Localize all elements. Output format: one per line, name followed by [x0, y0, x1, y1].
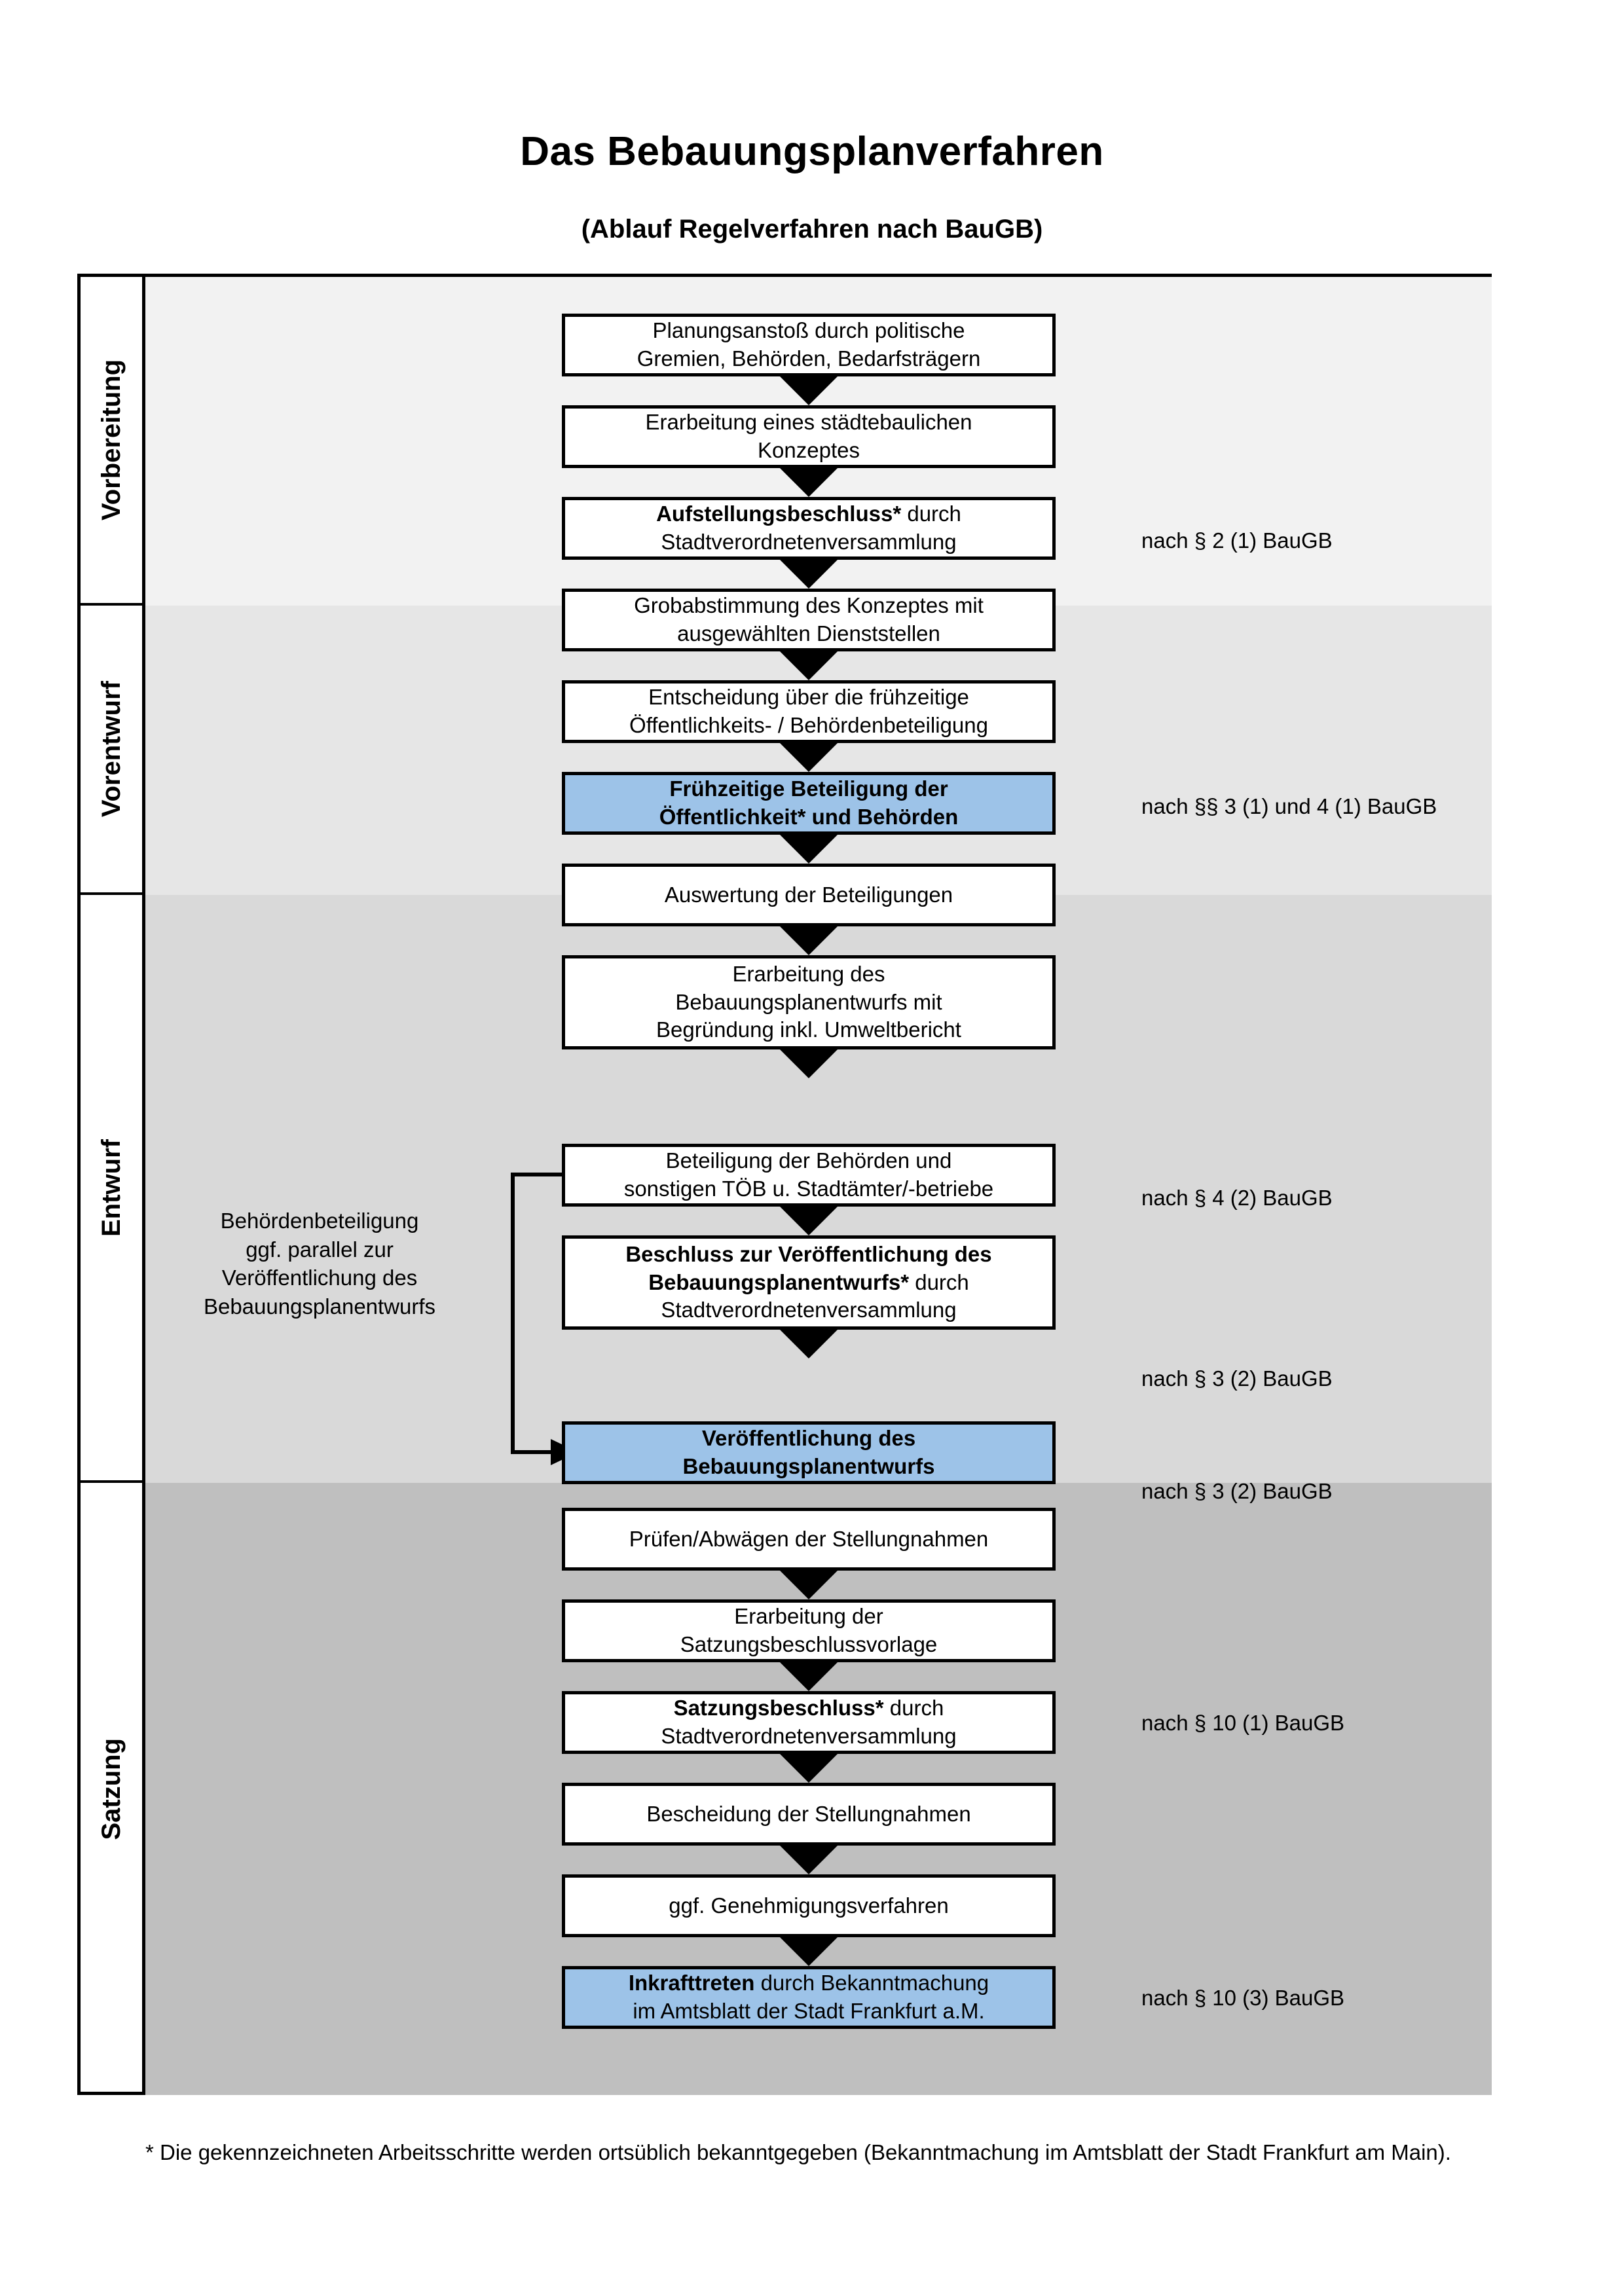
- node-rest-1: durch: [901, 501, 961, 526]
- legal-ref-1: nach § 2 (1) BauGB: [1141, 528, 1333, 553]
- node-line-1: Grobabstimmung des Konzeptes mit: [634, 593, 984, 618]
- node-bold-2: Bebauungsplanentwurfs*: [648, 1269, 910, 1294]
- flow-node-beschluss-veroeffentlichung[interactable]: Beschluss zur Veröffentlichung des Bebau…: [562, 1235, 1056, 1330]
- node-rest-1: durch Bekanntmachung: [754, 1971, 989, 1995]
- flow-arrow-3: [780, 560, 838, 589]
- node-line-2: Gremien, Behörden, Bedarfsträgern: [637, 346, 981, 371]
- node-line-1: Prüfen/Abwägen der Stellungnahmen: [629, 1526, 989, 1551]
- flow-node-erarbeitung-konzept[interactable]: Erarbeitung eines städtebaulichen Konzep…: [562, 405, 1056, 468]
- flow-node-beteiligung-behoerden[interactable]: Beteiligung der Behörden und sonstigen T…: [562, 1144, 1056, 1207]
- node-bold-1: Satzungsbeschluss*: [673, 1696, 884, 1721]
- flow-node-veroeffentlichung-entwurf[interactable]: Veröffentlichung des Bebauungsplanentwur…: [562, 1421, 1056, 1484]
- node-line-1: Erarbeitung des: [732, 961, 885, 986]
- flow-node-bescheidung[interactable]: Bescheidung der Stellungnahmen: [562, 1783, 1056, 1846]
- flow-arrow-12: [780, 1571, 838, 1599]
- phase-label-text: Entwurf: [96, 1139, 126, 1237]
- node-line-2: Bebauungsplanentwurfs mit: [675, 989, 942, 1014]
- node-line-1: Planungsanstoß durch politische: [652, 318, 965, 343]
- legal-ref-7: nach § 10 (3) BauGB: [1141, 1986, 1345, 2010]
- flow-node-aufstellungsbeschluss[interactable]: Aufstellungsbeschluss* durch Stadtverord…: [562, 497, 1056, 560]
- flow-arrow-1: [780, 376, 838, 405]
- flow-node-inkrafttreten[interactable]: Inkrafttreten durch Bekanntmachung im Am…: [562, 1966, 1056, 2029]
- flow-arrow-13: [780, 1662, 838, 1691]
- node-bold-1: Aufstellungsbeschluss*: [656, 501, 902, 526]
- node-line-3: Begründung inkl. Umweltbericht: [656, 1017, 961, 1042]
- flow-arrow-5: [780, 743, 838, 772]
- legal-ref-6: nach § 10 (1) BauGB: [1141, 1711, 1345, 1735]
- node-line-2: Öffentlichkeits- / Behördenbeteiligung: [629, 713, 988, 737]
- footnote-text: * Die gekennzeichneten Arbeitsschritte w…: [145, 2140, 1451, 2164]
- node-line-1: Entscheidung über die frühzeitige: [648, 685, 969, 710]
- flow-node-erarbeitung-entwurf[interactable]: Erarbeitung des Bebauungsplanentwurfs mi…: [562, 955, 1056, 1049]
- node-line-1: Beteiligung der Behörden und: [665, 1148, 952, 1173]
- phase-label-vorentwurf: Vorentwurf: [81, 606, 142, 895]
- flow-arrow-2: [780, 468, 838, 497]
- node-line-2: im Amtsblatt der Stadt Frankfurt a.M.: [633, 1999, 985, 2023]
- node-line-1: Erarbeitung der: [734, 1604, 883, 1629]
- flow-node-pruefen-abwaegen[interactable]: Prüfen/Abwägen der Stellungnahmen: [562, 1508, 1056, 1571]
- node-line-2: Konzeptes: [758, 438, 860, 462]
- node-line-1: Beschluss zur Veröffentlichung des: [625, 1241, 992, 1266]
- phase-label-column: Vorbereitung Vorentwurf Entwurf Satzung: [81, 277, 145, 2092]
- flow-arrow-8: [780, 1049, 838, 1078]
- flow-node-satzungsbeschluss[interactable]: Satzungsbeschluss* durch Stadtverordnete…: [562, 1691, 1056, 1754]
- flow-arrow-10: [780, 1330, 838, 1358]
- legal-ref-5: nach § 3 (2) BauGB: [1141, 1479, 1333, 1503]
- phase-label-entwurf: Entwurf: [81, 895, 142, 1483]
- side-note-line-3: Veröffentlichung des: [221, 1266, 418, 1290]
- page-title: Das Bebauungsplanverfahren: [520, 129, 1104, 174]
- node-line-1: ggf. Genehmigungsverfahren: [669, 1893, 949, 1918]
- side-note-line-2: ggf. parallel zur: [246, 1237, 394, 1262]
- node-bold-1: Inkrafttreten: [628, 1971, 755, 1995]
- flow-arrow-15: [780, 1846, 838, 1874]
- legal-ref-4: nach § 3 (2) BauGB: [1141, 1366, 1333, 1391]
- node-line-2: Stadtverordnetenversammlung: [661, 530, 957, 554]
- node-line-1: Erarbeitung eines städtebaulichen: [645, 410, 972, 435]
- flow-node-entscheidung-fruehzeitig[interactable]: Entscheidung über die frühzeitige Öffent…: [562, 680, 1056, 743]
- legal-ref-3: nach § 4 (2) BauGB: [1141, 1186, 1333, 1210]
- flow-arrow-6: [780, 835, 838, 864]
- flow-node-auswertung[interactable]: Auswertung der Beteiligungen: [562, 864, 1056, 926]
- node-line-1: Auswertung der Beteiligungen: [664, 882, 953, 907]
- side-note-behoerdenbeteiligung: Behördenbeteiligung ggf. parallel zur Ve…: [166, 1207, 473, 1321]
- flow-arrow-16: [780, 1937, 838, 1966]
- node-line-1: Bescheidung der Stellungnahmen: [646, 1801, 971, 1826]
- flow-arrow-4: [780, 651, 838, 680]
- node-line-2: Öffentlichkeit* und Behörden: [659, 805, 959, 829]
- side-note-line-4: Bebauungsplanentwurfs: [203, 1294, 436, 1319]
- flow-arrow-9: [780, 1207, 838, 1235]
- flow-node-fruehzeitige-beteiligung[interactable]: Frühzeitige Beteiligung der Öffentlichke…: [562, 772, 1056, 835]
- flow-node-planungsanstoss[interactable]: Planungsanstoß durch politische Gremien,…: [562, 314, 1056, 376]
- phase-label-text: Vorbereitung: [96, 359, 126, 520]
- node-line-2: Bebauungsplanentwurfs: [682, 1454, 935, 1478]
- node-line-2: Satzungsbeschlussvorlage: [680, 1632, 938, 1656]
- node-rest-2: durch: [909, 1269, 969, 1294]
- node-line-1: Frühzeitige Beteiligung der: [669, 776, 948, 801]
- node-line-2: ausgewählten Dienststellen: [677, 621, 940, 646]
- phase-label-text: Vorentwurf: [96, 680, 126, 818]
- flow-node-genehmigungsverfahren[interactable]: ggf. Genehmigungsverfahren: [562, 1874, 1056, 1937]
- flow-node-erarbeitung-satzungsvorlage[interactable]: Erarbeitung der Satzungsbeschlussvorlage: [562, 1599, 1056, 1662]
- node-line-3: Stadtverordnetenversammlung: [661, 1298, 957, 1322]
- node-line-1: Veröffentlichung des: [701, 1426, 916, 1451]
- flow-arrow-14: [780, 1754, 838, 1783]
- page-subtitle: (Ablauf Regelverfahren nach BauGB): [581, 215, 1043, 244]
- phase-label-text: Satzung: [96, 1738, 126, 1840]
- phase-label-satzung: Satzung: [81, 1483, 142, 2095]
- side-note-line-1: Behördenbeteiligung: [220, 1209, 419, 1233]
- legal-ref-2: nach §§ 3 (1) und 4 (1) BauGB: [1141, 794, 1437, 818]
- node-line-2: Stadtverordnetenversammlung: [661, 1724, 957, 1748]
- flowchart-frame: Vorbereitung Vorentwurf Entwurf Satzung …: [77, 274, 1492, 2095]
- node-line-2: sonstigen TÖB u. Stadtämter/-betriebe: [623, 1176, 994, 1201]
- phase-label-vorbereitung: Vorbereitung: [81, 277, 142, 606]
- flow-arrow-7: [780, 926, 838, 955]
- flow-node-grobabstimmung[interactable]: Grobabstimmung des Konzeptes mit ausgewä…: [562, 589, 1056, 651]
- node-rest-1: durch: [883, 1696, 944, 1721]
